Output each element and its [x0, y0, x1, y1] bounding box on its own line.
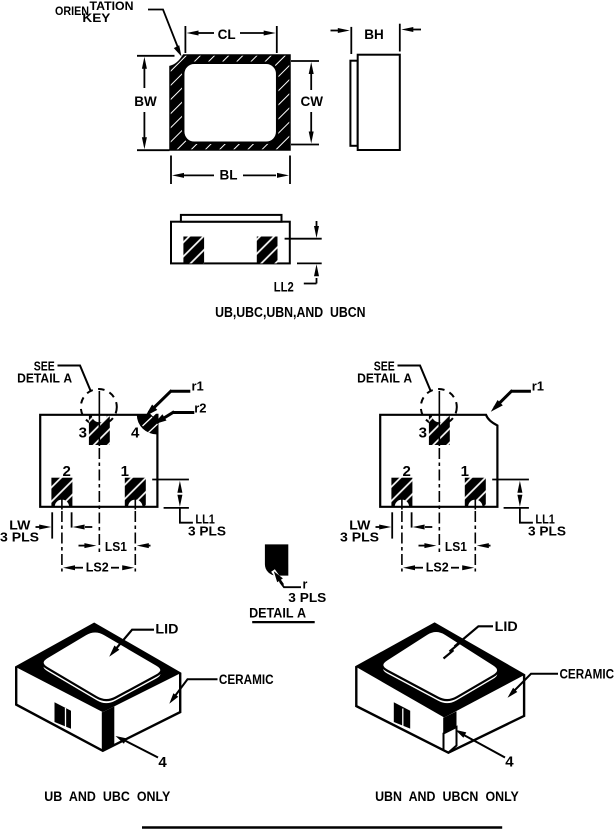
svg-text:3 PLS: 3 PLS — [340, 530, 379, 545]
svg-text:LID: LID — [495, 619, 518, 634]
svg-text:r1: r1 — [532, 379, 544, 394]
svg-text:UB AND UBC ONLY: UB AND UBC ONLY — [44, 789, 170, 804]
svg-text:LL1: LL1 — [535, 511, 555, 526]
svg-text:LS1: LS1 — [105, 539, 127, 554]
svg-text:4: 4 — [505, 754, 514, 771]
svg-text:KEY: KEY — [82, 11, 110, 25]
svg-text:UB,UBC,UBN,AND UBCN: UB,UBC,UBN,AND UBCN — [215, 305, 365, 321]
svg-text:3 PLS: 3 PLS — [288, 590, 326, 605]
svg-text:LS1: LS1 — [445, 539, 467, 554]
svg-text:4: 4 — [131, 424, 140, 441]
svg-text:r1: r1 — [191, 379, 203, 394]
svg-text:1: 1 — [121, 463, 129, 480]
svg-text:UBN AND UBCN ONLY: UBN AND UBCN ONLY — [375, 789, 519, 804]
svg-text:CL: CL — [218, 27, 236, 42]
svg-text:LID: LID — [155, 621, 178, 636]
svg-text:LL2: LL2 — [274, 279, 294, 294]
svg-text:2: 2 — [63, 463, 71, 480]
svg-text:BH: BH — [364, 27, 384, 42]
svg-text:CERAMIC: CERAMIC — [219, 672, 274, 687]
svg-text:4: 4 — [158, 754, 167, 771]
svg-text:2: 2 — [403, 463, 411, 480]
svg-text:CW: CW — [301, 94, 324, 109]
svg-text:BW: BW — [134, 94, 157, 109]
svg-text:r: r — [303, 577, 308, 591]
svg-text:3 PLS: 3 PLS — [0, 530, 39, 545]
svg-text:r2: r2 — [194, 401, 206, 416]
svg-text:DETAIL A: DETAIL A — [17, 372, 72, 386]
svg-text:SEE: SEE — [374, 360, 395, 374]
svg-text:LL1: LL1 — [195, 511, 215, 526]
svg-text:3: 3 — [419, 424, 427, 441]
svg-text:LW: LW — [349, 517, 371, 532]
svg-text:DETAIL A: DETAIL A — [357, 372, 412, 386]
svg-text:LW: LW — [9, 517, 31, 532]
svg-text:1: 1 — [461, 463, 469, 480]
svg-text:3 PLS: 3 PLS — [528, 524, 566, 539]
svg-text:CERAMIC: CERAMIC — [560, 666, 614, 681]
svg-text:BL: BL — [220, 167, 238, 182]
svg-text:TATION: TATION — [90, 0, 134, 13]
svg-text:LS2: LS2 — [426, 560, 449, 575]
svg-text:3: 3 — [79, 424, 87, 441]
svg-text:SEE: SEE — [34, 360, 55, 374]
svg-text:3 PLS: 3 PLS — [188, 524, 226, 539]
svg-text:DETAIL A: DETAIL A — [249, 606, 306, 621]
svg-text:ORIEN: ORIEN — [55, 4, 89, 18]
svg-text:LS2: LS2 — [86, 560, 109, 575]
